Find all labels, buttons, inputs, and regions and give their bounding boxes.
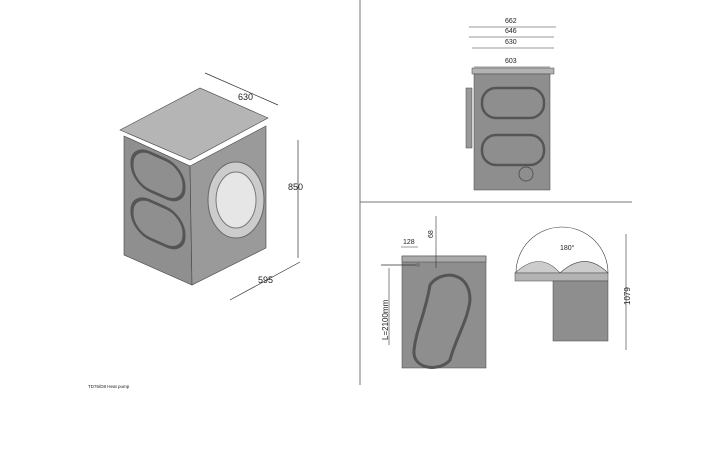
dim-depth: 595 <box>258 275 273 285</box>
dim-68: 68 <box>428 230 435 238</box>
top-view: 662 646 630 603 <box>465 18 556 191</box>
iso-dryer: 630 850 595 <box>119 72 303 301</box>
iso-side-panel-top <box>130 149 186 202</box>
iso-door-glass <box>215 171 257 229</box>
dim-128: 128 <box>403 239 415 246</box>
back-view: 128 68 L=2100mm <box>381 216 487 369</box>
dim-line-width <box>204 72 279 106</box>
iso-top <box>119 87 269 161</box>
dim-height: 850 <box>288 182 303 192</box>
iso-side-panel-bottom <box>130 197 186 250</box>
hose-length: L=2100mm <box>381 299 390 340</box>
dim-662: 662 <box>505 18 517 25</box>
dim-line-depth <box>229 261 301 301</box>
caption: TD76/D8 Heat pump <box>88 384 130 389</box>
dim-630: 630 <box>505 39 517 46</box>
dim-1079: 1079 <box>623 287 632 305</box>
door-angle: 180° <box>560 244 575 252</box>
door-view: 180° 1079 <box>514 226 632 350</box>
dim-width: 630 <box>238 92 253 102</box>
dim-603: 603 <box>505 58 517 65</box>
dim-646: 646 <box>505 28 517 35</box>
